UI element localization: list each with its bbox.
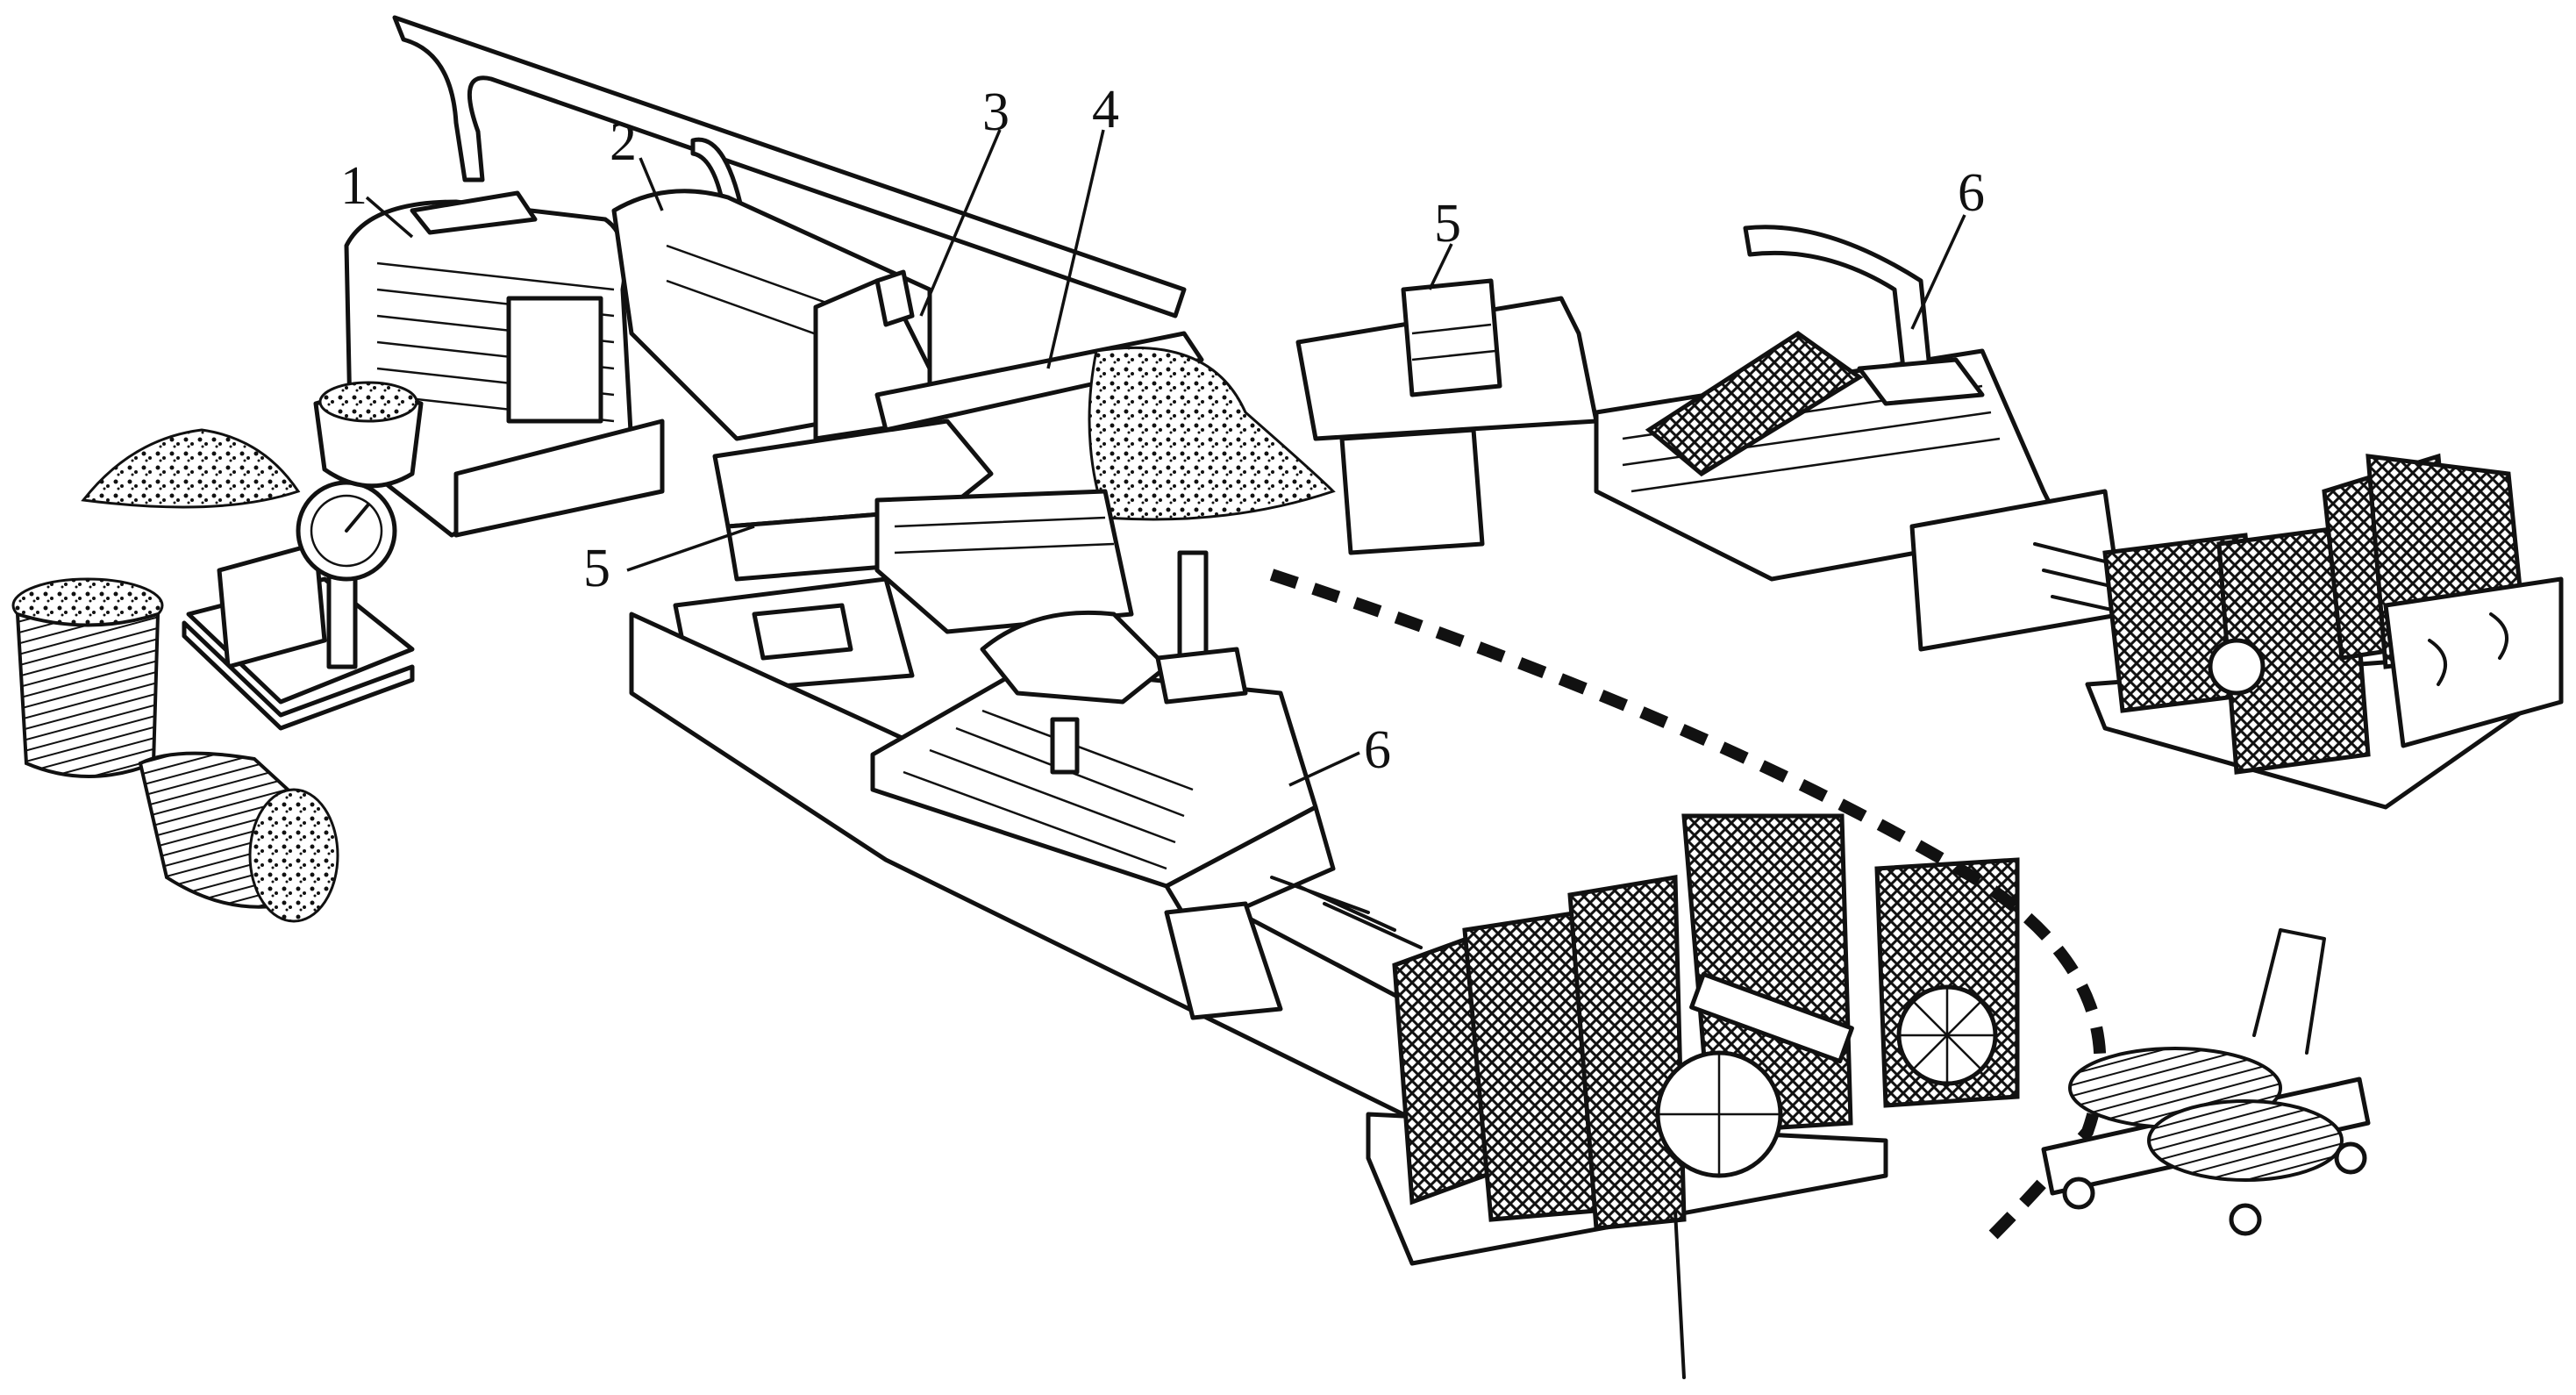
callout-6-front: 6 xyxy=(1288,720,1391,787)
fiber-bale xyxy=(138,751,339,923)
svg-text:6: 6 xyxy=(1364,720,1391,780)
take-up-frame-front xyxy=(1366,813,2020,1379)
callout-5-back: 5 xyxy=(1428,194,1461,290)
take-up-frame-back xyxy=(2085,453,2564,810)
callout-3: 3 xyxy=(919,82,1010,317)
svg-text:6: 6 xyxy=(1958,163,1985,223)
svg-text:1: 1 xyxy=(340,156,367,216)
output-tray-4 xyxy=(874,331,1336,521)
twisting-machine-front xyxy=(629,550,1424,1126)
raw-fiber-pile xyxy=(81,428,301,509)
callout-1: 1 xyxy=(340,156,414,239)
svg-text:5: 5 xyxy=(1434,194,1461,254)
svg-text:5: 5 xyxy=(583,539,610,598)
callout-4: 4 xyxy=(1046,80,1119,369)
svg-text:4: 4 xyxy=(1092,80,1119,140)
fiber-opener-machine-1 xyxy=(313,190,665,538)
rope-cart xyxy=(2041,928,2371,1236)
svg-text:3: 3 xyxy=(982,82,1010,142)
distribution-box-back xyxy=(1295,278,1599,555)
weighing-scale xyxy=(182,480,415,731)
svg-text:2: 2 xyxy=(610,112,637,172)
callout-2: 2 xyxy=(610,112,664,211)
fiber-bag xyxy=(11,577,164,778)
callout-5-front: 5 xyxy=(583,525,755,598)
distribution-box-front xyxy=(673,418,1134,696)
twisting-machine-back xyxy=(1594,225,2212,652)
callout-6-back: 6 xyxy=(1910,163,1985,330)
